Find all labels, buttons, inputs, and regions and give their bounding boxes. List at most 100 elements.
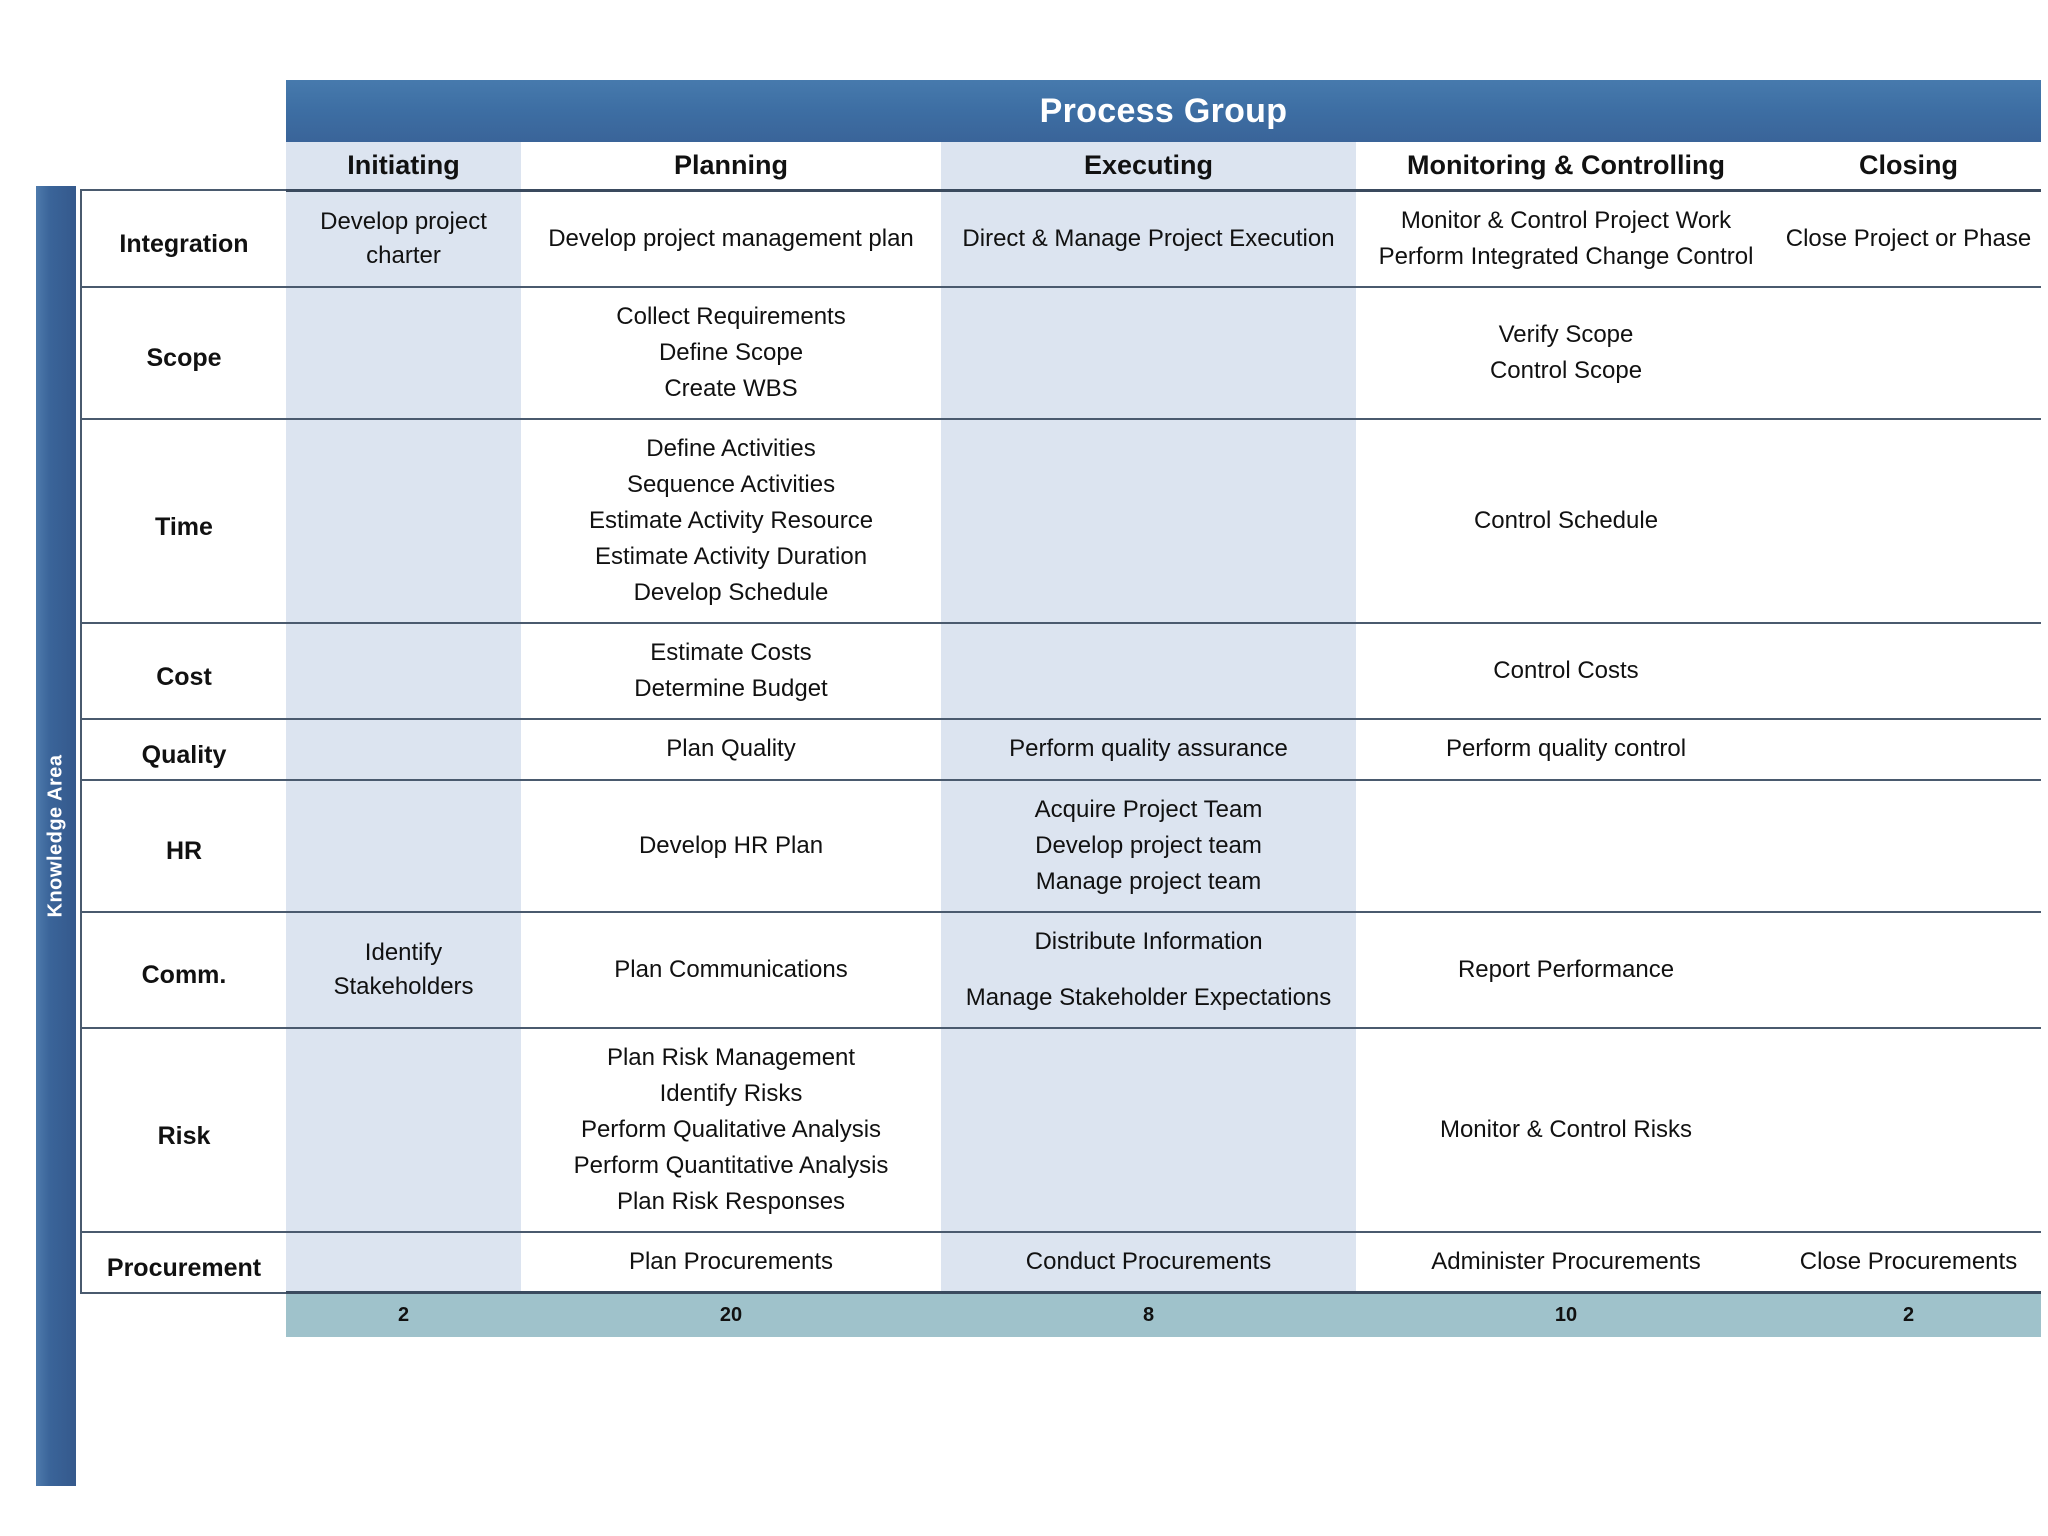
column-header-initiating[interactable]: Initiating <box>286 142 521 192</box>
process-item: Verify Scope <box>1498 320 1634 348</box>
totals-spacer <box>81 1292 286 1337</box>
knowledge-area-comm: Comm. <box>80 911 286 1029</box>
cell-procurement-initiating <box>286 1232 521 1294</box>
column-header-executing[interactable]: Executing <box>941 142 1356 192</box>
process-item: Report Performance <box>1457 955 1675 983</box>
banner-row: Process Group <box>81 80 2041 142</box>
banner-title: Process Group <box>286 80 2041 142</box>
process-item: Close Project or Phase <box>1785 224 2032 252</box>
matrix-row: Comm. Identify Stakeholders Plan Communica… <box>80 911 2041 1029</box>
cell-risk-monitoring[interactable]: Monitor & Control Risks <box>1356 1027 1776 1234</box>
knowledge-area-integration: Integration <box>80 189 286 288</box>
process-item: Identify Stakeholders <box>333 938 474 1000</box>
process-item: Monitor & Control Risks <box>1439 1116 1693 1144</box>
process-item: Estimate Activity Duration <box>594 543 868 571</box>
process-item: Develop Schedule <box>633 579 829 607</box>
process-item: Close Procurements <box>1799 1248 2018 1276</box>
cell-comm-monitoring[interactable]: Report Performance <box>1356 911 1776 1029</box>
cell-cost-executing <box>941 623 1356 721</box>
cell-procurement-planning[interactable]: Plan Procurements <box>521 1232 941 1294</box>
cell-procurement-executing[interactable]: Conduct Procurements <box>941 1232 1356 1294</box>
cell-quality-initiating <box>286 719 521 781</box>
knowledge-area-hr: HR <box>80 779 286 913</box>
knowledge-area-cost: Cost <box>80 623 286 721</box>
total-planning: 20 <box>521 1291 941 1337</box>
knowledge-area-procurement: Procurement <box>80 1232 286 1294</box>
cell-integration-initiating[interactable]: Develop project charter <box>286 189 521 288</box>
process-item: Conduct Procurements <box>1025 1248 1272 1276</box>
cell-procurement-monitoring[interactable]: Administer Procurements <box>1356 1232 1776 1294</box>
cell-scope-closing <box>1776 286 2041 420</box>
cell-hr-closing <box>1776 779 2041 913</box>
process-item: Administer Procurements <box>1431 1248 1701 1276</box>
cell-time-executing <box>941 418 1356 625</box>
process-item: Define Scope <box>658 338 804 366</box>
matrix-row: Integration Develop project charter Develo… <box>80 189 2041 288</box>
cell-quality-executing[interactable]: Perform quality assurance <box>941 719 1356 781</box>
process-item: Acquire Project Team <box>1034 795 1263 823</box>
process-item: Develop HR Plan <box>638 831 824 859</box>
process-item: Identify Risks <box>659 1079 803 1107</box>
cell-integration-executing[interactable]: Direct & Manage Project Execution <box>941 189 1356 288</box>
cell-integration-planning[interactable]: Develop project management plan <box>521 189 941 288</box>
process-item: Manage Stakeholder Expectations <box>965 983 1332 1011</box>
process-item: Control Schedule <box>1473 507 1659 535</box>
cell-integration-closing[interactable]: Close Project or Phase <box>1776 189 2041 288</box>
cell-scope-initiating <box>286 286 521 420</box>
process-item: Monitor & Control Project Work <box>1400 206 1732 234</box>
process-item: Determine Budget <box>634 675 828 703</box>
column-header-planning[interactable]: Planning <box>521 142 941 192</box>
cell-quality-planning[interactable]: Plan Quality <box>521 719 941 781</box>
process-item: Develop project management plan <box>548 224 914 252</box>
process-item: Plan Procurements <box>628 1248 834 1276</box>
knowledge-area-bar: Knowledge Area <box>36 186 76 1486</box>
process-item: Perform Qualitative Analysis <box>580 1116 882 1144</box>
cell-procurement-closing[interactable]: Close Procurements <box>1776 1232 2041 1294</box>
cell-quality-monitoring[interactable]: Perform quality control <box>1356 719 1776 781</box>
column-header-monitoring[interactable]: Monitoring & Controlling <box>1356 142 1776 192</box>
cell-time-monitoring[interactable]: Control Schedule <box>1356 418 1776 625</box>
cell-comm-initiating[interactable]: Identify Stakeholders <box>286 911 521 1029</box>
cell-time-closing <box>1776 418 2041 625</box>
cell-cost-monitoring[interactable]: Control Costs <box>1356 623 1776 721</box>
cell-quality-closing <box>1776 719 2041 781</box>
cell-risk-closing <box>1776 1027 2041 1234</box>
process-item: Develop project team <box>1035 831 1262 859</box>
process-item: Create WBS <box>664 374 798 402</box>
cell-hr-monitoring <box>1356 779 1776 913</box>
process-item: Collect Requirements <box>616 302 846 330</box>
process-item: Control Scope <box>1489 356 1643 384</box>
cell-comm-planning[interactable]: Plan Communications <box>521 911 941 1029</box>
column-header-closing[interactable]: Closing <box>1776 142 2041 192</box>
process-item: Develop project charter <box>320 207 487 269</box>
cell-cost-closing <box>1776 623 2041 721</box>
corner-cell <box>81 142 286 190</box>
cell-risk-executing <box>941 1027 1356 1234</box>
process-item: Plan Communications <box>614 955 848 983</box>
total-executing: 8 <box>941 1291 1356 1337</box>
cell-scope-executing <box>941 286 1356 420</box>
total-closing: 2 <box>1776 1291 2041 1337</box>
process-item: Perform quality control <box>1445 735 1687 763</box>
process-item: Distribute Information <box>1034 927 1263 955</box>
cell-hr-planning[interactable]: Develop HR Plan <box>521 779 941 913</box>
cell-comm-closing <box>1776 911 2041 1029</box>
process-item: Sequence Activities <box>626 470 836 498</box>
process-item: Estimate Costs <box>650 639 812 667</box>
